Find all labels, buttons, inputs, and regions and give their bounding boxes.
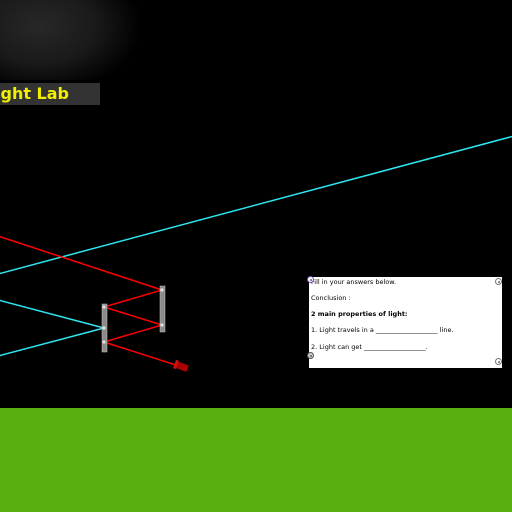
worksheet-panel[interactable]: Fill in your answers below. Conclusion :… [307, 276, 502, 368]
worksheet-heading: 2 main properties of light: [311, 310, 408, 318]
worksheet-question-1[interactable]: 1. Light travels in a __________________… [311, 326, 454, 334]
cyan-light-ray [0, 299, 105, 329]
smoke-cloud [0, 0, 140, 80]
red-laser-ray [0, 235, 183, 368]
cyan-light-ray [0, 135, 512, 275]
title-banner: ght Lab [0, 83, 100, 105]
ground [0, 408, 512, 512]
worksheet-instructions: Fill in your answers below. [311, 278, 397, 286]
page-title: ght Lab [0, 84, 69, 103]
reflection-points [102, 288, 164, 344]
optics-scene [0, 135, 512, 373]
side-handle-icon[interactable] [307, 352, 314, 359]
worksheet-conclusion: Conclusion : [311, 294, 351, 302]
resize-handle-icon[interactable] [307, 276, 314, 283]
close-handle-icon[interactable] [495, 278, 502, 285]
torch-icon[interactable] [173, 359, 189, 373]
worksheet-question-2[interactable]: 2. Light can get ___________________. [311, 343, 428, 351]
resize-corner-icon[interactable] [495, 358, 502, 365]
mirror-right[interactable] [159, 285, 166, 333]
cyan-light-ray [0, 327, 105, 357]
